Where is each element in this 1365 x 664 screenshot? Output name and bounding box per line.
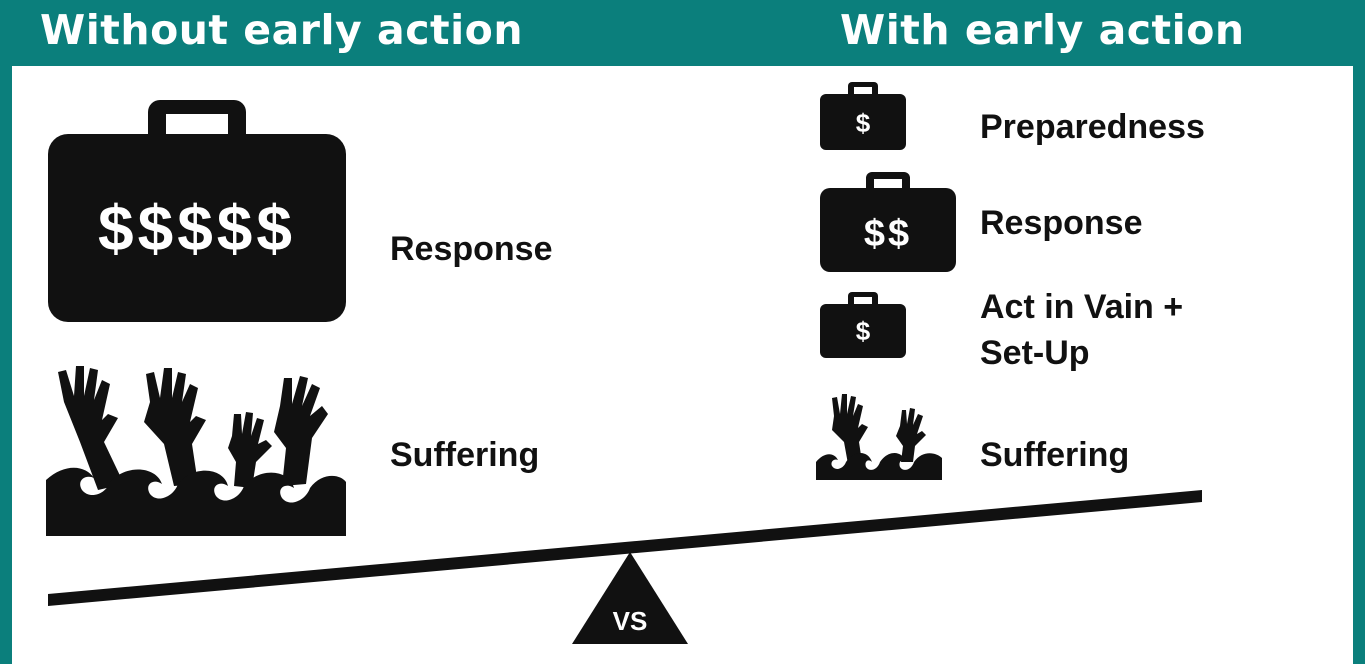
title-with-early-action: With early action xyxy=(840,6,1245,54)
act-in-vain-label-line1: Act in Vain + xyxy=(980,288,1184,326)
fulcrum-triangle: VS xyxy=(570,552,690,644)
fulcrum-vs-label: VS xyxy=(613,606,648,636)
act-in-vain-briefcase-icon: $ xyxy=(820,292,906,358)
right-suffering-label: Suffering xyxy=(980,436,1130,474)
title-without-early-action: Without early action xyxy=(40,6,524,54)
left-response-label: Response xyxy=(390,230,553,268)
act-in-vain-dollar: $ xyxy=(856,316,871,346)
preparedness-briefcase-icon: $ xyxy=(820,82,906,150)
large-briefcase-icon: $$$$$ xyxy=(48,100,346,322)
act-in-vain-label-line2: Set-Up xyxy=(980,334,1090,372)
left-suffering-label: Suffering xyxy=(390,436,540,474)
large-drowning-hands-icon xyxy=(46,362,346,536)
large-briefcase-dollars: $$$$$ xyxy=(98,192,296,264)
right-response-label: Response xyxy=(980,204,1143,242)
seesaw-beam xyxy=(12,66,1353,664)
small-drowning-hands-icon xyxy=(816,392,942,480)
response-briefcase-icon: $$ xyxy=(820,172,956,272)
header-bar: Without early action With early action xyxy=(0,0,1365,66)
diagram-panel: $$$$$ Response Suffering $ Preparedness xyxy=(12,66,1353,664)
preparedness-dollar: $ xyxy=(856,108,871,138)
preparedness-label: Preparedness xyxy=(980,108,1205,146)
response-dollars: $$ xyxy=(864,213,912,255)
